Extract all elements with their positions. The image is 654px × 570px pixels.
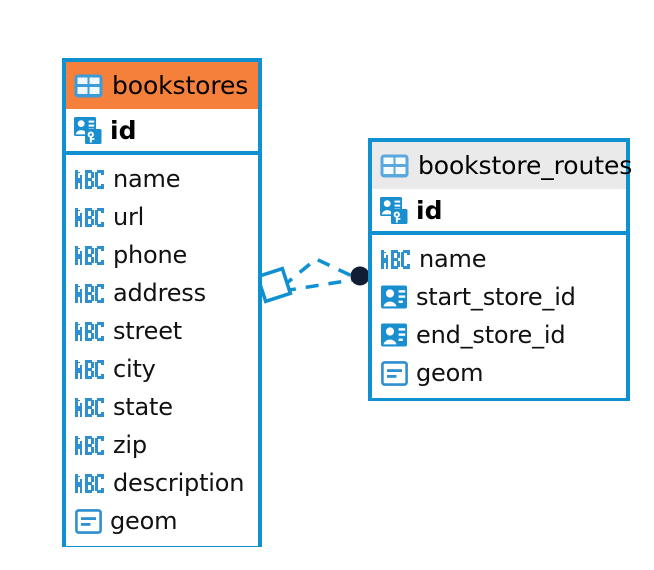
field-label: end_store_id [416, 321, 566, 349]
field-label: geom [110, 507, 178, 535]
field-label: name [419, 245, 487, 273]
abc-text-icon [75, 245, 105, 265]
abc-text-icon [75, 321, 105, 341]
field-row[interactable]: description [66, 464, 258, 502]
field-row[interactable]: zip [66, 426, 258, 464]
field-row[interactable]: start_store_id [372, 278, 626, 316]
relationship-line-lower [282, 278, 353, 293]
field-row[interactable]: url [66, 198, 258, 236]
field-label: start_store_id [416, 283, 576, 311]
entity-table-bookstore-routes[interactable]: bookstore_routes id [368, 138, 632, 401]
primary-key-icon [74, 116, 103, 145]
geometry-icon [75, 508, 102, 534]
primary-key-row-bookstore-routes[interactable]: id [372, 189, 626, 235]
primary-key-label-bookstore-routes: id [416, 195, 443, 225]
field-label: street [113, 317, 182, 345]
field-row[interactable]: street [66, 312, 258, 350]
field-row[interactable]: geom [66, 502, 258, 540]
table-icon [74, 74, 103, 98]
entity-header-bookstore-routes[interactable]: bookstore_routes [372, 142, 632, 189]
field-row[interactable]: city [66, 350, 258, 388]
primary-key-row-bookstores[interactable]: id [66, 109, 258, 155]
abc-text-icon [75, 397, 105, 417]
relationship-line-upper [280, 256, 353, 289]
table-icon [380, 154, 409, 178]
geometry-icon [381, 360, 408, 386]
abc-text-icon [75, 283, 105, 303]
field-label: address [113, 279, 206, 307]
entity-title-bookstore-routes: bookstore_routes [418, 151, 633, 180]
abc-text-icon [75, 435, 105, 455]
field-label: state [113, 393, 173, 421]
entity-header-bookstores[interactable]: bookstores [66, 62, 258, 109]
abc-text-icon [381, 249, 411, 269]
field-list-bookstore-routes: name start_store_id [372, 235, 626, 398]
field-label: name [113, 165, 181, 193]
entity-table-bookstores[interactable]: bookstores id [62, 58, 262, 547]
diamond-outline-marker [255, 266, 293, 304]
field-row[interactable]: state [66, 388, 258, 426]
abc-text-icon [75, 169, 105, 189]
field-label: city [113, 355, 156, 383]
abc-text-icon [75, 473, 105, 493]
entity-title-bookstores: bookstores [112, 71, 249, 100]
primary-key-icon [380, 196, 409, 225]
field-label: zip [113, 431, 147, 459]
field-row[interactable]: name [372, 240, 626, 278]
field-label: description [113, 469, 245, 497]
field-label: geom [416, 359, 484, 387]
abc-text-icon [75, 359, 105, 379]
field-row[interactable]: phone [66, 236, 258, 274]
field-row[interactable]: geom [372, 354, 626, 392]
field-label: phone [113, 241, 188, 269]
filled-circle-marker [350, 266, 370, 286]
field-row[interactable]: end_store_id [372, 316, 626, 354]
primary-key-label-bookstores: id [110, 115, 137, 145]
field-row[interactable]: address [66, 274, 258, 312]
field-row[interactable]: name [66, 160, 258, 198]
field-label: url [113, 203, 145, 231]
abc-text-icon [75, 207, 105, 227]
field-list-bookstores: name url [66, 155, 258, 546]
foreign-key-icon [381, 322, 408, 348]
foreign-key-icon [381, 284, 408, 310]
